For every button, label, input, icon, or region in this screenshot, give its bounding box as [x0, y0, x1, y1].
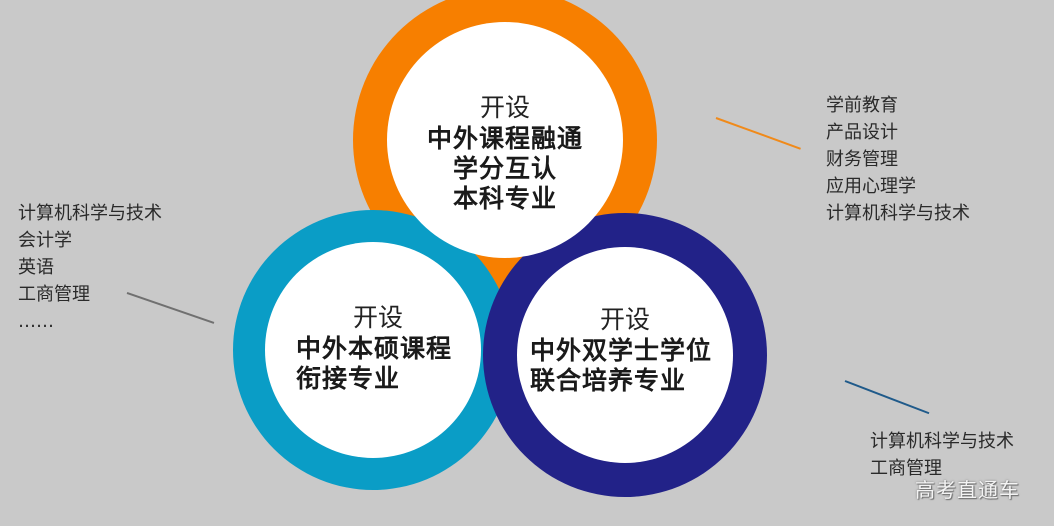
- left-circle-prefix: 开设: [352, 303, 403, 332]
- left-circle-line-2: 衔接专业: [296, 364, 401, 393]
- major-item: 英语: [18, 257, 54, 278]
- major-item: 计算机科学与技术: [826, 203, 970, 224]
- left-circle-line-1: 中外本硕课程: [296, 334, 453, 363]
- top-circle-line-2: 学分互认: [452, 154, 557, 183]
- major-item: 应用心理学: [826, 176, 916, 197]
- right-circle-line-1: 中外双学士学位: [530, 336, 713, 365]
- right-circle-inner: [517, 247, 733, 463]
- left-circle-label: 开设 中外本硕课程 衔接专业: [278, 302, 478, 394]
- right-circle-line-2: 联合培养专业: [530, 366, 687, 395]
- major-item-ellipsis: ……: [18, 311, 54, 332]
- major-item: 工商管理: [18, 284, 90, 305]
- top-circle-inner: [387, 22, 623, 258]
- major-item: 计算机科学与技术: [18, 203, 162, 224]
- major-item: 产品设计: [826, 122, 898, 143]
- right-circle-label: 开设 中外双学士学位 联合培养专业: [520, 304, 730, 396]
- left-circle-inner: [265, 242, 481, 458]
- major-item: 会计学: [18, 230, 72, 251]
- right-circle-prefix: 开设: [599, 305, 650, 334]
- major-item: 学前教育: [826, 95, 898, 116]
- top-circle-prefix: 开设: [479, 93, 530, 122]
- major-item: 财务管理: [826, 149, 898, 170]
- top-right-major-list: 学前教育 产品设计 财务管理 应用心理学 计算机科学与技术: [826, 92, 970, 227]
- top-circle-line-3: 本科专业: [452, 184, 557, 213]
- top-circle-label: 开设 中外课程融通 学分互认 本科专业: [395, 92, 615, 214]
- watermark-text: 高考直通车: [915, 478, 1020, 502]
- bottom-right-major-list: 计算机科学与技术 工商管理: [870, 428, 1014, 482]
- left-major-list: 计算机科学与技术 会计学 英语 工商管理 ……: [18, 200, 162, 335]
- top-circle-line-1: 中外课程融通: [426, 124, 583, 153]
- major-item: 计算机科学与技术: [870, 431, 1014, 452]
- major-item: 工商管理: [870, 458, 942, 479]
